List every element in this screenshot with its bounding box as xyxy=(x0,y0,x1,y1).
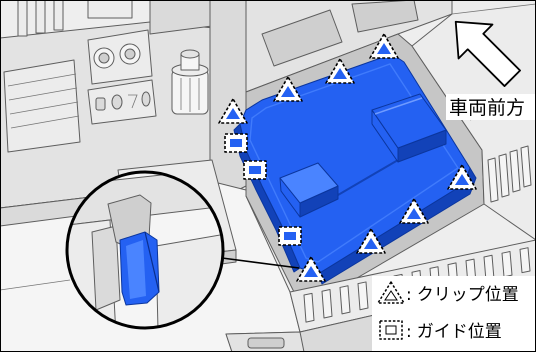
zoom-clip-highlight xyxy=(126,240,146,299)
legend-separator: : xyxy=(406,285,412,305)
dashed-square-icon xyxy=(379,320,403,340)
floor-seam xyxy=(0,279,71,291)
clip-position-marker xyxy=(273,76,303,102)
side-rib xyxy=(520,145,532,188)
legend-item-clip-text: :クリップ位置 xyxy=(406,285,519,305)
side-rib xyxy=(487,157,499,203)
square-icon-inner xyxy=(385,325,397,335)
legend-separator: : xyxy=(406,322,412,342)
clip-position-marker xyxy=(399,198,429,224)
slat-line xyxy=(7,73,77,87)
clip-marker-center xyxy=(333,68,347,79)
legend-label-guide: ガイド位置 xyxy=(417,322,502,342)
tool-slot xyxy=(128,94,138,109)
slatted-cover xyxy=(3,59,81,153)
tool-hole-inner xyxy=(98,52,110,64)
guide-position-marker xyxy=(278,226,302,246)
arrow-up-left-icon xyxy=(454,20,521,87)
guide-position-marker xyxy=(224,133,248,153)
top-cover-piece xyxy=(87,0,133,19)
direction-label-background xyxy=(446,94,536,120)
sill-rib xyxy=(339,285,351,315)
guide-marker-group xyxy=(224,133,302,246)
canister-cap xyxy=(180,49,200,59)
clip-marker-center xyxy=(377,43,391,54)
clip-position-marker xyxy=(369,33,399,59)
clip-marker-center xyxy=(226,108,240,119)
top-rib xyxy=(17,0,28,37)
guide-marker-center xyxy=(284,232,296,240)
clip-marker-group xyxy=(218,33,477,282)
rear-wall-recess xyxy=(261,9,343,67)
sill-rib xyxy=(501,250,513,278)
panel-boss-b-top xyxy=(371,93,447,149)
side-trim-line xyxy=(451,3,536,15)
zoom-circle-outline xyxy=(65,170,225,330)
tool-compartment xyxy=(0,0,247,209)
clip-marker-center xyxy=(455,174,469,185)
direction-label: 車両前方 xyxy=(449,97,525,119)
sill-rib xyxy=(321,289,333,319)
legend-item-guide: :ガイド位置 xyxy=(379,320,502,342)
divider-wall xyxy=(209,0,247,197)
zoom-clip-edge xyxy=(144,231,160,293)
triangle-icon-inner xyxy=(384,290,398,301)
clip-marker-center xyxy=(304,266,318,277)
panel-boss-a-top xyxy=(279,162,339,204)
panel-groove xyxy=(337,159,399,196)
clip-position-marker xyxy=(296,256,326,282)
slat-line xyxy=(9,101,79,115)
side-rib xyxy=(509,149,521,193)
clip-marker-center xyxy=(281,86,295,97)
legend-label-clip: クリップ位置 xyxy=(417,285,519,305)
slat-line xyxy=(8,87,78,101)
top-rib xyxy=(53,0,64,31)
guide-marker-center xyxy=(230,139,242,147)
tool-slot xyxy=(95,97,106,111)
tool-hole-inner xyxy=(124,48,136,60)
rear-wall-recess xyxy=(351,0,419,33)
panel-boss-b-ridge xyxy=(374,97,423,115)
dashed-triangle-icon xyxy=(377,281,405,304)
legend-background xyxy=(372,276,536,352)
sill-rib xyxy=(357,281,369,311)
latch-slot xyxy=(247,337,285,349)
clip-position-marker xyxy=(447,164,477,190)
legend-item-guide-text: :ガイド位置 xyxy=(406,322,502,342)
top-rib xyxy=(35,0,46,34)
legend-item-clip: :クリップ位置 xyxy=(377,281,519,305)
sill-rib xyxy=(303,292,315,323)
side-rib-group xyxy=(487,145,532,203)
clip-position-marker xyxy=(325,58,355,84)
sill-rib xyxy=(519,247,531,274)
clip-position-marker xyxy=(356,228,386,254)
zoom-leader-line xyxy=(221,257,300,269)
tool-slot xyxy=(111,94,123,110)
clip-marker-center xyxy=(364,238,378,249)
clip-marker-center xyxy=(407,208,421,219)
zoom-panel-edge xyxy=(91,225,121,311)
slat-line xyxy=(10,115,80,129)
tool-slot xyxy=(141,91,151,107)
vehicle-front-arrow-shape xyxy=(454,20,521,87)
side-rib xyxy=(498,153,510,198)
guide-marker-center xyxy=(249,166,261,174)
clip-position-marker xyxy=(218,98,248,124)
guide-position-marker xyxy=(243,160,267,180)
legend: :クリップ位置 :ガイド位置 xyxy=(372,276,536,352)
